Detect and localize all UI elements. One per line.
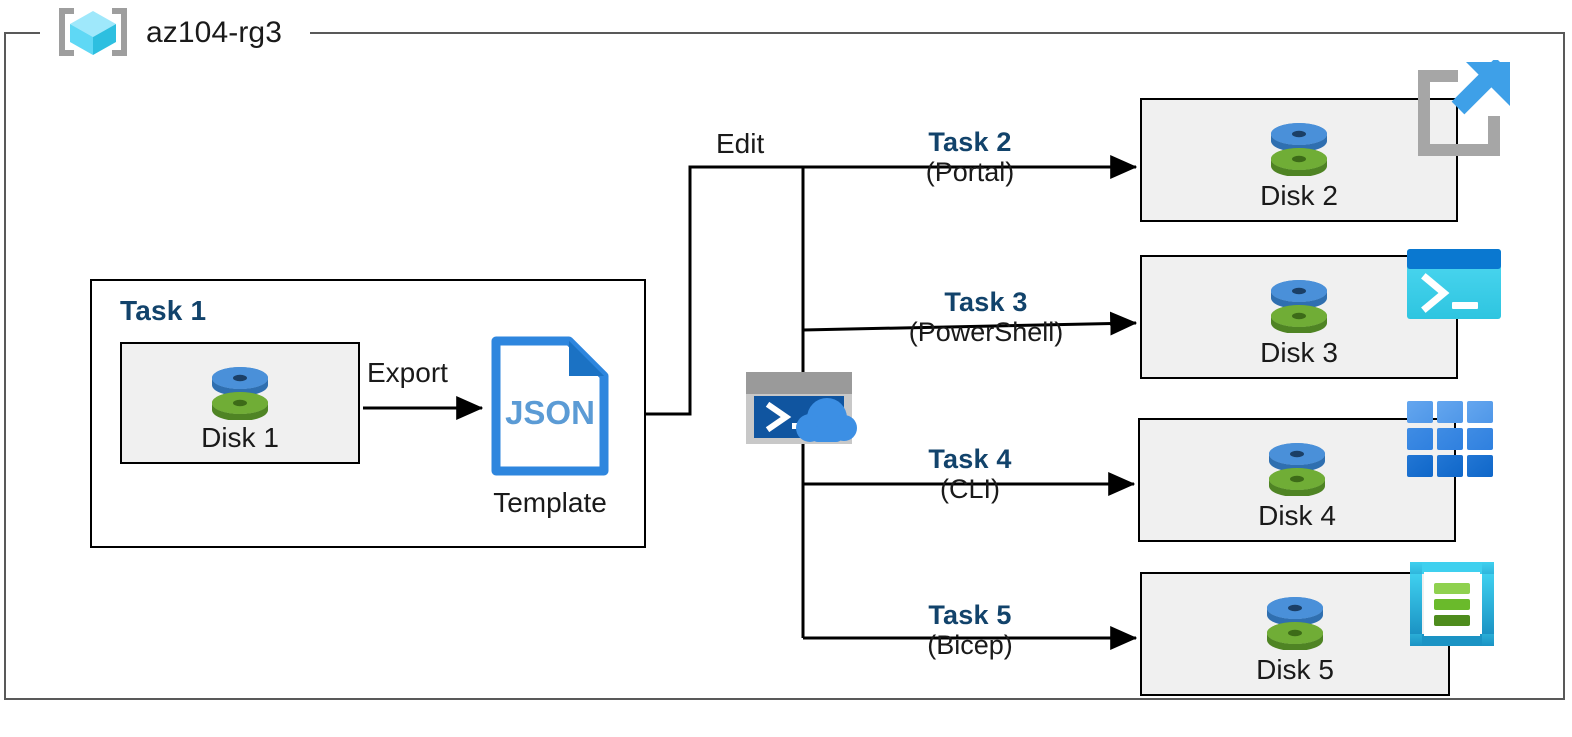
azure-portal-icon[interactable]: [1406, 57, 1516, 175]
powershell-icon[interactable]: [1406, 248, 1502, 325]
disk2-resource-box[interactable]: Disk 2: [1140, 98, 1458, 222]
task1-title-label: Task 1: [120, 295, 207, 326]
managed-disk-icon: [1262, 434, 1332, 497]
resource-group-frame: [4, 32, 1565, 700]
resource-group-cube-icon: [48, 2, 138, 62]
disk1-resource-box[interactable]: Disk 1: [120, 342, 360, 464]
task4-edge-label: Task 4 (CLI): [860, 444, 1080, 505]
cloud-shell-icon[interactable]: [744, 366, 864, 448]
task4-name: Task 4: [928, 444, 1012, 474]
task5-name: Task 5: [928, 600, 1012, 630]
disk4-resource-box[interactable]: Disk 4: [1138, 418, 1456, 542]
disk5-resource-box[interactable]: Disk 5: [1140, 572, 1450, 696]
template-caption-label: Template: [493, 487, 607, 518]
managed-disk-icon: [1264, 114, 1334, 177]
edit-edge-label: Edit: [716, 128, 765, 159]
disk3-label: Disk 3: [1260, 337, 1338, 368]
azure-cli-grid-icon[interactable]: [1406, 400, 1494, 483]
disk4-label: Disk 4: [1258, 500, 1336, 531]
task2-name: Task 2: [928, 127, 1012, 157]
bicep-file-icon[interactable]: [1404, 556, 1500, 657]
task2-edge-label: Task 2 (Portal): [860, 127, 1080, 188]
json-file-type-text: JSON: [505, 394, 595, 431]
json-file-icon[interactable]: JSON: [491, 336, 609, 476]
task3-name: Task 3: [944, 287, 1028, 317]
resource-group-name-label: az104-rg3: [146, 16, 282, 49]
export-edge-label: Export: [367, 357, 448, 388]
disk5-label: Disk 5: [1256, 654, 1334, 685]
task3-edge-label: Task 3 (PowerShell): [856, 287, 1116, 348]
disk2-label: Disk 2: [1260, 180, 1338, 211]
managed-disk-icon: [1264, 271, 1334, 334]
task3-tool: (PowerShell): [908, 317, 1064, 348]
disk1-label: Disk 1: [201, 422, 279, 453]
task5-tool: (Bicep): [927, 630, 1013, 661]
task2-tool: (Portal): [925, 157, 1015, 188]
disk3-resource-box[interactable]: Disk 3: [1140, 255, 1458, 379]
managed-disk-icon: [1260, 588, 1330, 651]
task4-tool: (CLI): [940, 474, 1000, 505]
managed-disk-icon: [205, 358, 275, 421]
task5-edge-label: Task 5 (Bicep): [860, 600, 1080, 661]
